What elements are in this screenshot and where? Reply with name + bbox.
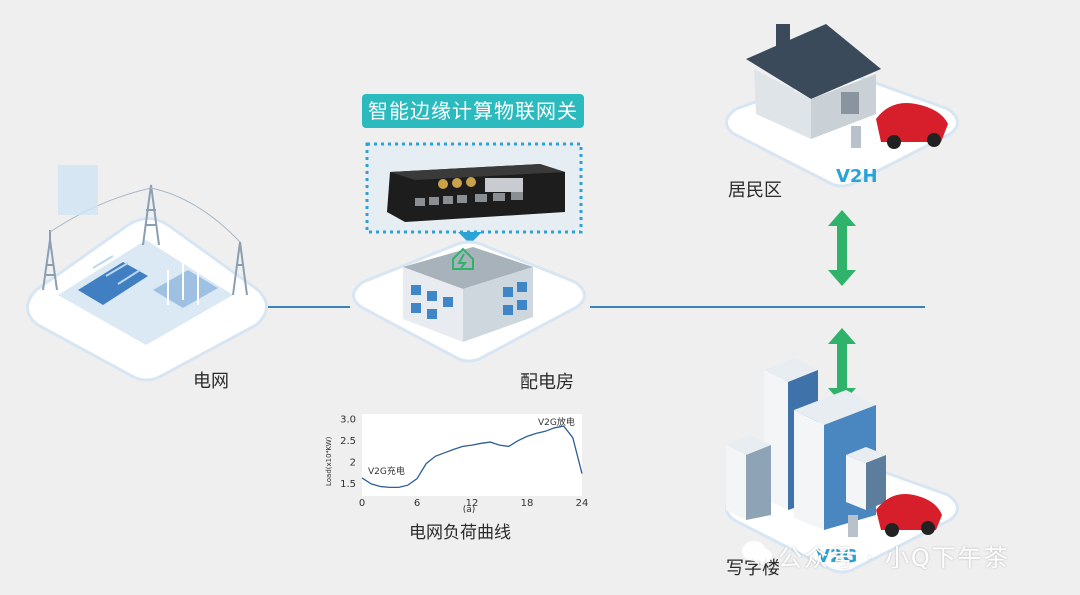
chart-caption: 电网负荷曲线 bbox=[409, 523, 511, 543]
annotation-v2g-charge: V2G充电 bbox=[368, 465, 405, 477]
y-tick-label: 2 bbox=[350, 457, 356, 468]
gateway-title: 智能边缘计算物联网关 bbox=[362, 94, 584, 128]
v2h-tag: V2H bbox=[836, 166, 878, 187]
residential-label: 居民区 bbox=[728, 180, 782, 201]
chart-ylabel: Load(x10⁴KW) bbox=[325, 436, 333, 486]
x-tick-label: 0 bbox=[359, 498, 365, 509]
wechat-icon bbox=[742, 541, 772, 564]
substation-label: 配电房 bbox=[520, 372, 574, 393]
x-tick-label: 18 bbox=[521, 498, 534, 509]
load-series-line bbox=[361, 425, 583, 489]
residential-illustration: V2H bbox=[725, 24, 959, 188]
load-chart: Load(x10⁴KW) 1.5 2 2.5 3.0 0 6 12 18 24 V2G充电 V… bbox=[325, 414, 588, 515]
y-tick-label: 2.5 bbox=[340, 436, 356, 447]
v2h-arrow bbox=[828, 210, 856, 286]
grid-label: 电网 bbox=[193, 371, 229, 392]
y-tick-label: 3.0 bbox=[340, 414, 356, 425]
x-tick-label: 12 bbox=[466, 498, 479, 509]
x-tick-label: 24 bbox=[576, 498, 588, 509]
chart-xlabel: (a) bbox=[463, 505, 476, 515]
y-tick-label: 1.5 bbox=[340, 479, 356, 490]
substation-illustration bbox=[352, 240, 586, 363]
grid-platform-illustration bbox=[26, 165, 268, 382]
plot-area bbox=[362, 414, 582, 496]
office-label: 写字楼 bbox=[726, 558, 780, 579]
gateway-pointer bbox=[458, 232, 482, 244]
v2g-arrow bbox=[828, 328, 856, 404]
v2g-tag: V2G bbox=[816, 546, 857, 567]
watermark-text: 公众号 · 小Q下午茶 bbox=[778, 544, 1010, 572]
gateway-device-illustration bbox=[365, 142, 583, 234]
annotation-v2g-discharge: V2G放电 bbox=[538, 416, 575, 428]
office-illustration: V2G bbox=[725, 358, 959, 574]
x-tick-label: 6 bbox=[414, 498, 420, 509]
